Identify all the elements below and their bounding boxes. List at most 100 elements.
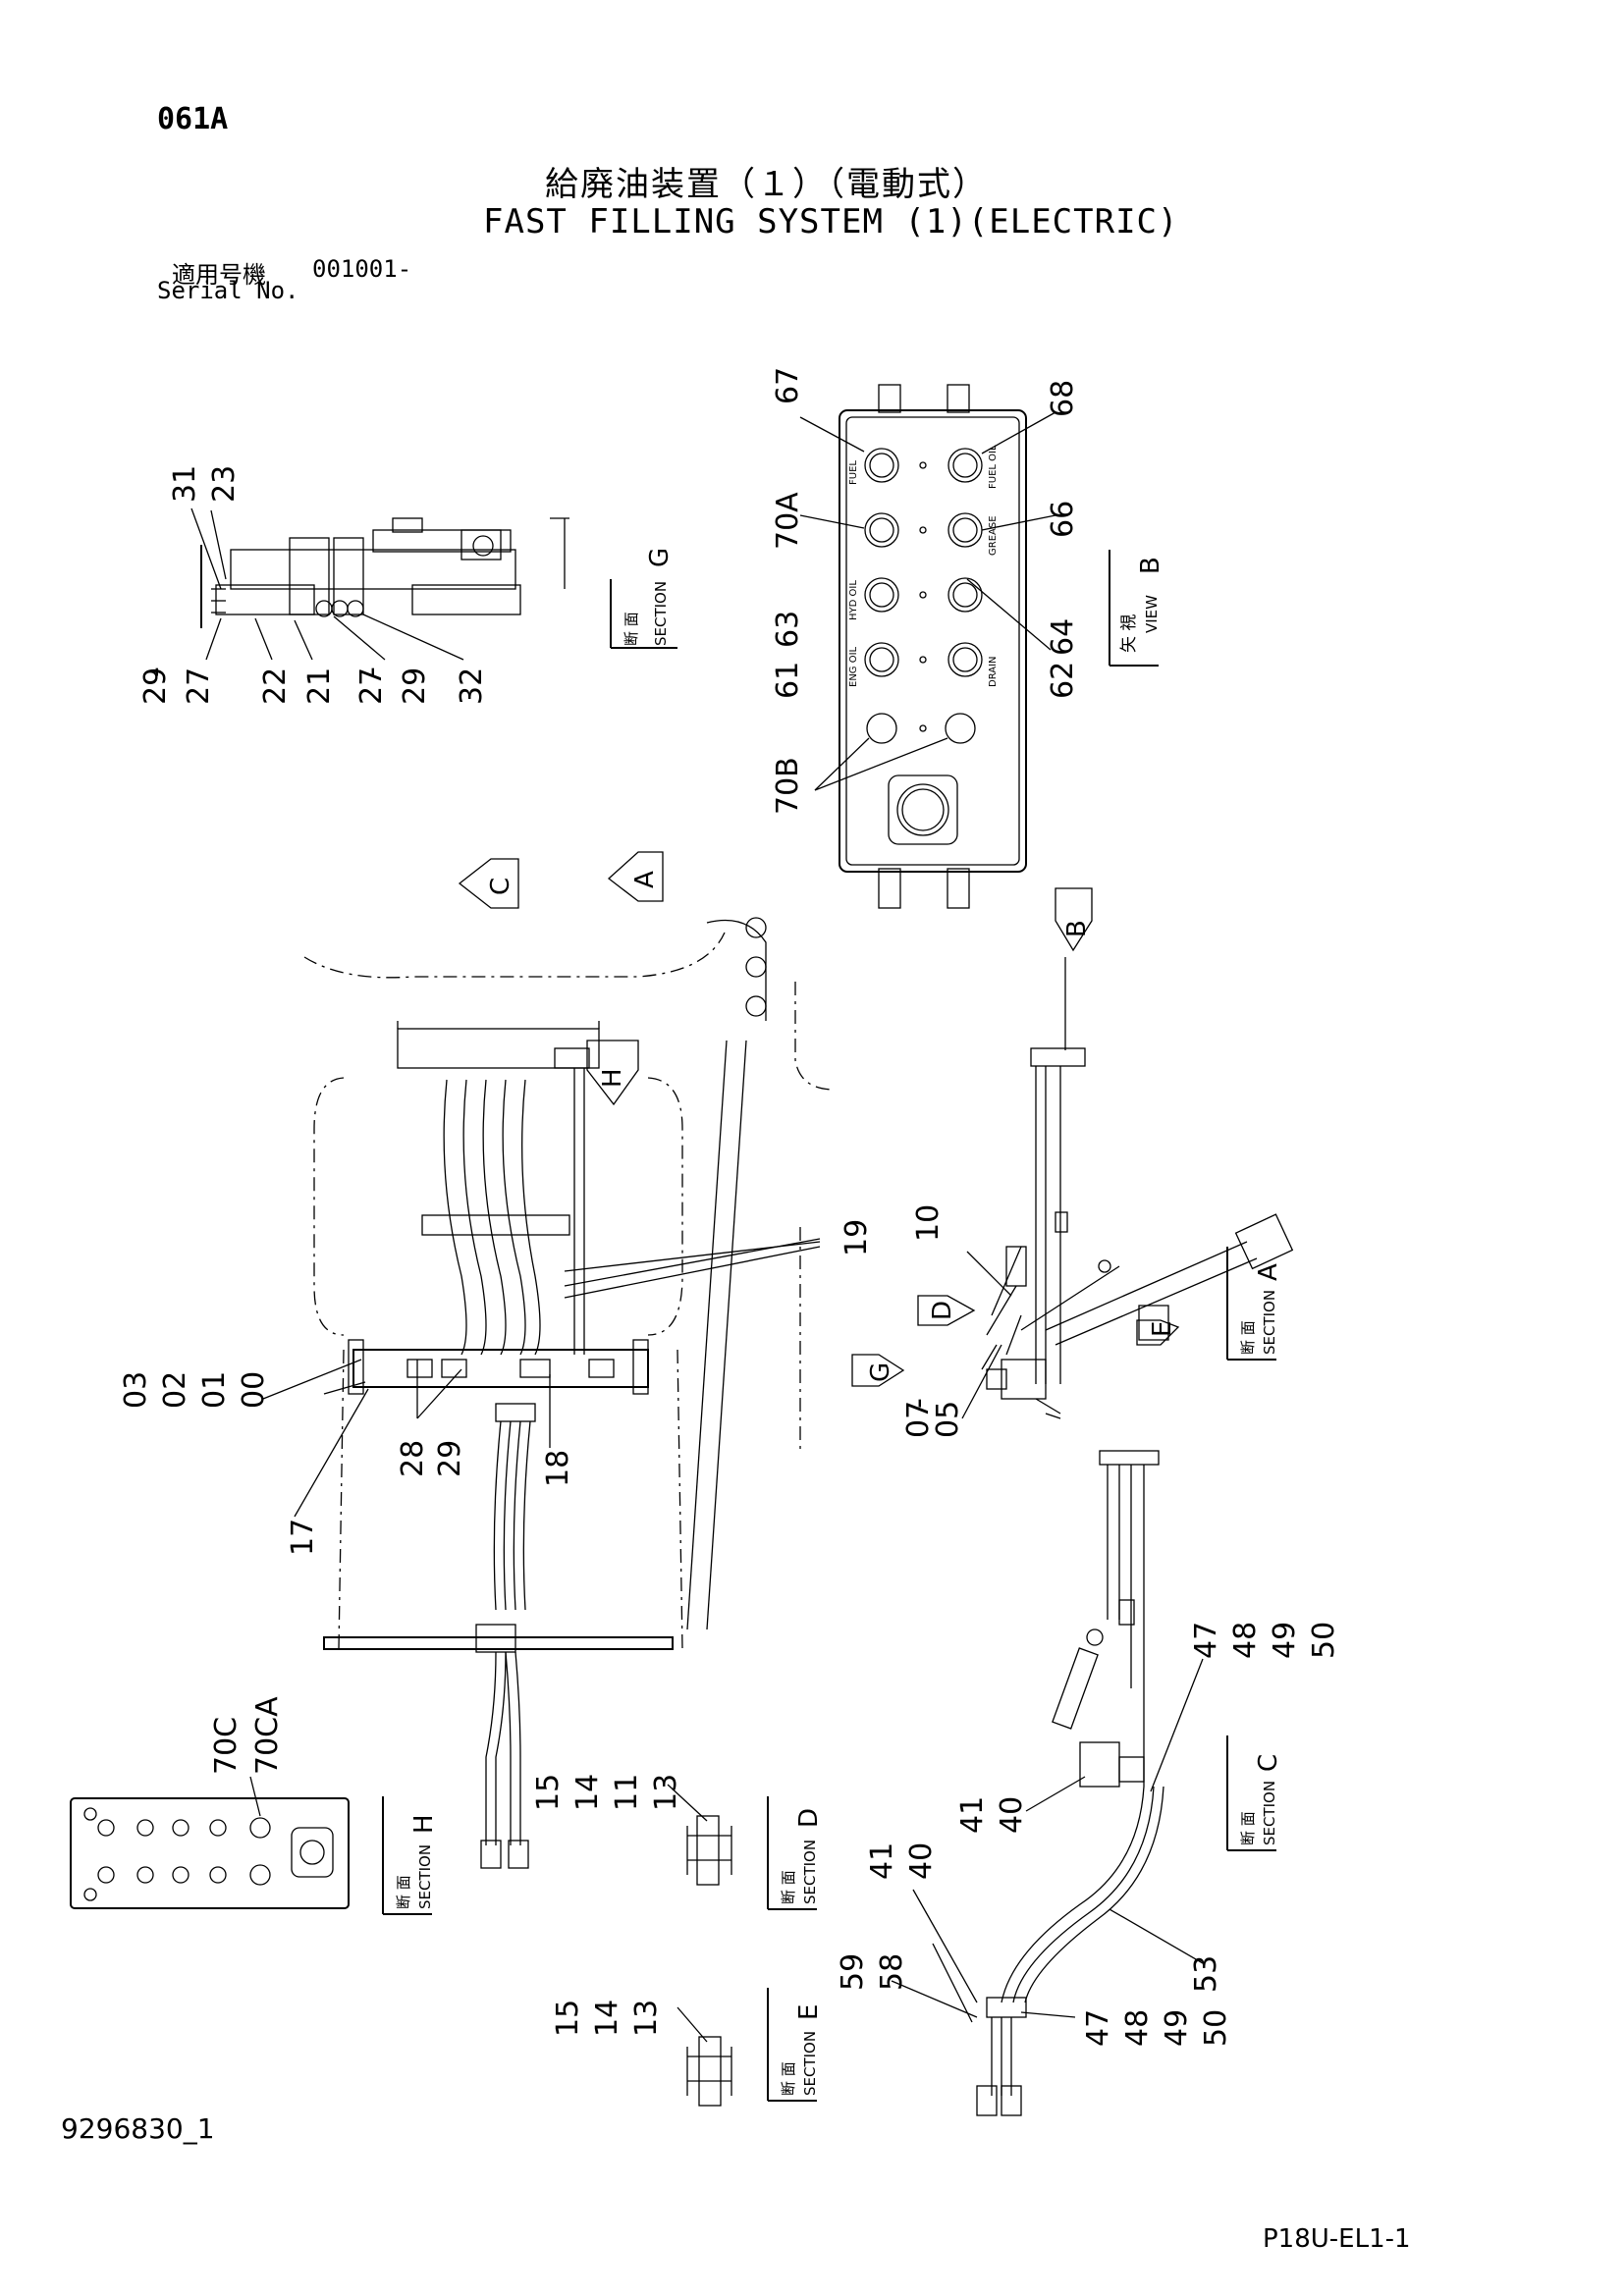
callout-47: 47	[1189, 1622, 1223, 1659]
callout-11: 11	[610, 1774, 644, 1811]
callout-62: 62	[1046, 662, 1080, 699]
serial-label-japanese: 適用号機	[172, 261, 266, 289]
panel-label-fuel: FUEL	[848, 460, 859, 485]
callout-48: 48	[1228, 1622, 1263, 1659]
callout-15: 15	[551, 2000, 585, 2037]
callout-18: 18	[541, 1450, 575, 1487]
callout-70a: 70A	[771, 492, 805, 550]
callout-32: 32	[455, 667, 489, 705]
marker-c: C	[486, 878, 515, 895]
callout-22: 22	[258, 667, 293, 705]
callout-23: 23	[207, 465, 242, 503]
view-b-panel: FUEL FUEL OIL GREASE HYD OIL ENG OIL DRA…	[771, 367, 1080, 909]
section-word: SECTION	[801, 2031, 819, 2096]
view-arrow-b: B	[1055, 887, 1093, 952]
callout-40: 40	[904, 1842, 939, 1880]
section-e-assembly: 15 14 13	[551, 2000, 732, 2107]
callout-14: 14	[570, 1774, 605, 1811]
section-letter-d: D	[794, 1808, 824, 1828]
marker-b: B	[1062, 920, 1092, 937]
section-e-label: 断 面 SECTION E	[767, 1988, 824, 2102]
view-kanji: 矢 視	[1119, 614, 1139, 653]
callout-07: 07	[901, 1401, 936, 1438]
callout-29: 29	[398, 667, 432, 705]
callout-70c: 70C	[209, 1717, 244, 1775]
section-word: SECTION	[652, 581, 670, 646]
callout-50: 50	[1199, 2009, 1233, 2047]
serial-label-english: Serial No.	[157, 277, 299, 304]
panel-label-grease: GREASE	[988, 515, 999, 556]
callout-27: 27	[182, 667, 216, 705]
marker-h: H	[598, 1068, 627, 1088]
section-h-panel: 70C 70CA	[70, 1696, 350, 1909]
callout-47: 47	[1081, 2009, 1115, 2047]
callout-31: 31	[168, 465, 202, 503]
section-c-assembly: 47 48 49 50 41 40 41 40 59 58 53 47 48 4…	[836, 1450, 1341, 2116]
callout-67: 67	[771, 367, 805, 404]
callout-48: 48	[1120, 2009, 1155, 2047]
section-a-assembly: 10 07 - 05	[901, 957, 1294, 1438]
view-b-label: 矢 視 VIEW B	[1109, 550, 1165, 667]
section-kanji: 断 面	[1239, 1811, 1257, 1845]
marker-g: G	[866, 1362, 895, 1382]
callout-27: 27	[354, 667, 389, 705]
section-letter-g: G	[645, 548, 675, 567]
section-kanji: 断 面	[395, 1875, 412, 1909]
callout-02: 02	[158, 1371, 192, 1409]
marker-a: A	[630, 871, 660, 888]
section-word: SECTION	[801, 1840, 819, 1904]
section-h-label: 断 面 SECTION H	[382, 1796, 439, 1915]
callout-68: 68	[1046, 380, 1080, 417]
callout-19: 19	[839, 1219, 874, 1256]
title-japanese: 給廃油装置（１）（電動式）	[545, 165, 988, 204]
section-c-label: 断 面 SECTION C	[1226, 1735, 1283, 1851]
section-word: SECTION	[416, 1844, 434, 1909]
document-number: 9296830_1	[61, 2112, 215, 2145]
section-kanji: 断 面	[1239, 1320, 1257, 1355]
callout-59: 59	[836, 1953, 870, 1991]
svg-text:-: -	[901, 1398, 936, 1409]
view-word: VIEW	[1143, 595, 1161, 633]
view-arrow-d: D	[917, 1295, 976, 1326]
callout-15: 15	[531, 1774, 566, 1811]
callout-41: 41	[865, 1842, 899, 1880]
section-letter-e: E	[794, 2004, 824, 2020]
callout-49: 49	[1268, 1622, 1302, 1659]
view-arrow-a: A	[607, 851, 664, 902]
section-letter-c: C	[1254, 1754, 1283, 1772]
section-letter-h: H	[409, 1814, 439, 1834]
callout-10: 10	[911, 1204, 946, 1242]
callout-21: 21	[302, 667, 337, 705]
section-kanji: 断 面	[623, 612, 640, 646]
callout-61: 61	[771, 662, 805, 699]
callout-49: 49	[1160, 2009, 1194, 2047]
callout-50: 50	[1307, 1622, 1341, 1659]
section-kanji: 断 面	[780, 1870, 797, 1904]
title-english: FAST FILLING SYSTEM (1)(ELECTRIC)	[483, 202, 1179, 241]
panel-label-fuel-oil: FUEL OIL	[988, 445, 999, 489]
section-a-label: 断 面 SECTION A	[1226, 1247, 1283, 1361]
callout-70ca: 70CA	[250, 1696, 285, 1775]
section-word: SECTION	[1261, 1290, 1278, 1355]
callout-41: 41	[955, 1796, 990, 1834]
view-arrow-e: E	[1136, 1305, 1180, 1346]
callout-29: 29	[433, 1440, 467, 1477]
callout-64: 64	[1046, 618, 1080, 656]
callout-13: 13	[629, 2000, 664, 2037]
view-arrow-h: H	[586, 1040, 639, 1106]
callout-70b: 70B	[771, 757, 805, 815]
callout-00: 00	[237, 1371, 271, 1409]
marker-e: E	[1148, 1321, 1177, 1337]
callout-58: 58	[875, 1953, 909, 1991]
callout-63: 63	[771, 611, 805, 648]
page-code: P18U-EL1-1	[1263, 2224, 1411, 2254]
callout-03: 03	[119, 1371, 153, 1409]
callout-28: 28	[396, 1440, 430, 1477]
section-letter-a: A	[1254, 1263, 1283, 1281]
callout-66: 66	[1046, 501, 1080, 538]
panel-label-eng-oil: ENG OIL	[848, 646, 859, 687]
callout-29: 29	[138, 667, 173, 705]
svg-text:-: -	[354, 667, 389, 677]
drawing-code: 061A	[157, 102, 229, 136]
